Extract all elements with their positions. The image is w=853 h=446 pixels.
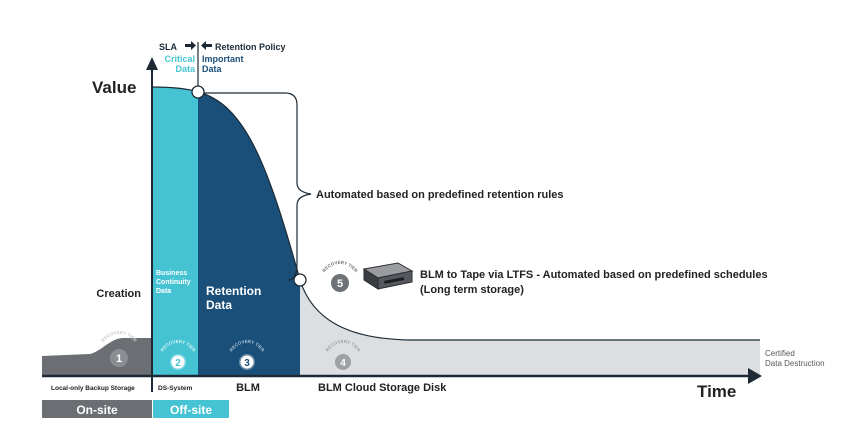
tape-transfer-marker — [293, 273, 307, 287]
tier-2-number: 2 — [175, 358, 181, 369]
retention-arrow-icon — [201, 41, 212, 50]
value-curve — [151, 86, 760, 341]
retention-data-label-2: Data — [206, 298, 232, 312]
onsite-area — [42, 338, 152, 376]
tier-3-number: 3 — [244, 358, 250, 369]
retention-brace — [203, 92, 312, 281]
tier-5-caption: RECOVERY TIER — [321, 260, 359, 274]
retention-data-label: Retention — [206, 284, 261, 298]
business-continuity-label: Business — [156, 270, 187, 277]
retention-start-marker — [191, 85, 205, 99]
offsite-label: Off-site — [170, 403, 212, 417]
critical-data-label: Critical — [164, 54, 195, 64]
business-continuity-label-2: Continuity — [156, 279, 191, 286]
onsite-label: On-site — [76, 403, 118, 417]
tape-drive-icon — [362, 262, 414, 290]
important-data-label-2: Data — [202, 64, 223, 74]
retention-policy-label: Retention Policy — [215, 42, 286, 52]
business-continuity-region — [152, 87, 198, 376]
y-axis-arrow — [146, 57, 158, 70]
onsite-bar — [42, 400, 152, 418]
sla-label: SLA — [159, 42, 178, 52]
blm-label: BLM — [236, 382, 260, 394]
important-data-label: Important — [202, 54, 244, 64]
y-axis-title: Value — [92, 78, 136, 97]
x-axis-title: Time — [697, 382, 736, 401]
creation-label: Creation — [96, 288, 141, 300]
x-axis-arrow — [748, 368, 762, 384]
recovery-tier-5-badge: 5 RECOVERY TIER — [321, 260, 359, 292]
retention-region — [198, 92, 300, 376]
offsite-bar — [153, 400, 229, 418]
tier-5-number: 5 — [337, 278, 343, 290]
automated-retention-label: Automated based on predefined retention … — [316, 189, 564, 201]
local-backup-storage-label: Local-only Backup Storage — [51, 385, 135, 392]
certified-destruction-label: Certified — [765, 349, 795, 358]
tier-1-number: 1 — [116, 353, 122, 365]
long-term-area — [300, 280, 760, 376]
ds-system-label: DS-System — [158, 385, 193, 392]
critical-data-label-2: Data — [175, 64, 196, 74]
sla-arrow-icon — [185, 41, 196, 50]
certified-destruction-label-2: Data Destruction — [765, 359, 825, 368]
tier-4-number: 4 — [340, 358, 346, 369]
blm-cloud-storage-label: BLM Cloud Storage Disk — [318, 382, 447, 394]
business-continuity-label-3: Data — [156, 288, 171, 295]
tape-label: BLM to Tape via LTFS - Automated based o… — [420, 269, 768, 281]
tape-label-2: (Long term storage) — [420, 284, 524, 296]
